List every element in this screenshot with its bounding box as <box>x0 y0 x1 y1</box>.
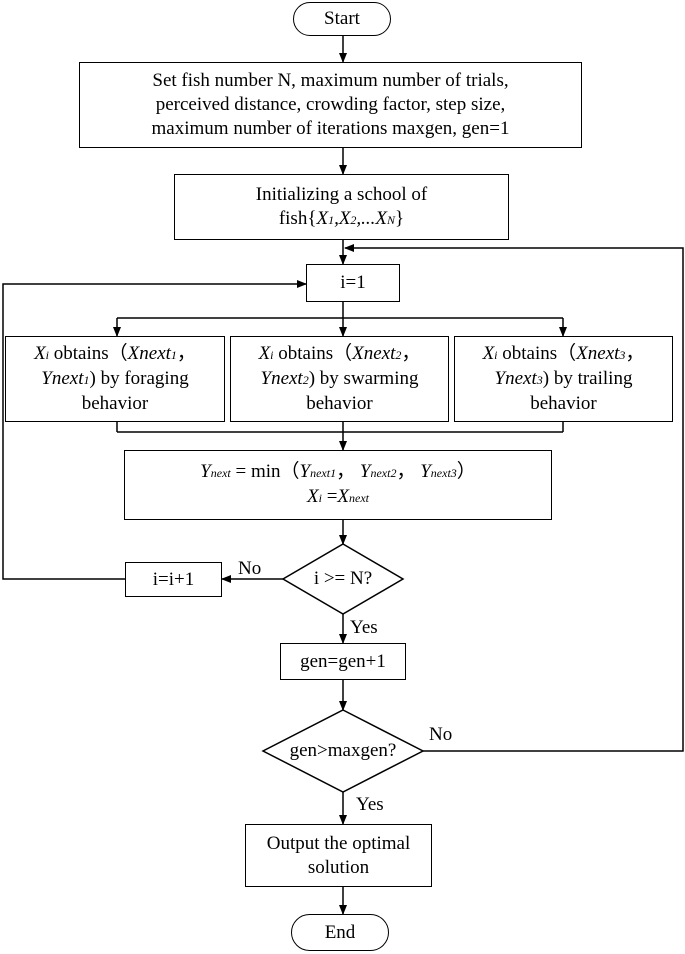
gen-increment-box: gen=gen+1 <box>280 643 406 680</box>
set-params-line1: Set fish number N, maximum number of tri… <box>152 70 509 91</box>
trail-line2: Ynext3) by trailing <box>494 368 633 389</box>
edge-label-yes-gen: Yes <box>356 794 384 815</box>
swarm-line1: Xi obtains（Xnext2， <box>258 343 421 364</box>
i-increment-label: i=i+1 <box>152 568 195 590</box>
i-init-label: i=1 <box>340 272 366 293</box>
decision-diamond-gen <box>261 709 425 793</box>
edge-label-no-gen: No <box>429 724 453 745</box>
initialize-school-box: Initializing a school of fish{X1,X2,...X… <box>174 174 509 240</box>
start-terminal: Start <box>293 2 391 36</box>
i-increment-box: i=i+1 <box>125 562 222 597</box>
trail-line3: behavior <box>530 393 597 414</box>
update-line1: Ynext = min（Ynext1， Ynext2， Ynext3） <box>200 461 476 482</box>
set-parameters-box: Set fish number N, maximum number of tri… <box>79 62 582 148</box>
output-solution-box: Output the optimal solution <box>245 824 432 887</box>
edge-loop-back-i <box>2 280 307 580</box>
set-params-line2: perceived distance, crowding factor, ste… <box>155 94 506 115</box>
trailing-behavior-box: Xi obtains（Xnext3， Ynext3) by trailing b… <box>454 336 673 422</box>
i-init-box: i=1 <box>306 264 400 302</box>
foraging-behavior-box: Xi obtains（Xnext1， Ynext1) by foraging b… <box>5 336 225 422</box>
forage-line2: Ynext1) by foraging <box>41 368 189 389</box>
forage-line1: Xi obtains（Xnext1， <box>34 343 196 364</box>
set-params-line3: maximum number of iterations maxgen, gen… <box>151 118 510 139</box>
cond-i-text: i >= N? <box>313 568 373 589</box>
trail-line1: Xi obtains（Xnext3， <box>482 343 645 364</box>
init-line1: Initializing a school of <box>255 183 428 205</box>
edge-label-no-i: No <box>238 558 262 579</box>
init-line2: fish{X1,X2,...XN} <box>278 207 405 229</box>
end-terminal: End <box>291 914 389 951</box>
update-line2: Xi =Xnext <box>306 486 370 507</box>
forage-line3: behavior <box>81 393 149 414</box>
swarming-behavior-box: Xi obtains（Xnext2， Ynext2) by swarming b… <box>230 336 449 422</box>
gen-increment-label: gen=gen+1 <box>300 650 386 672</box>
end-label: End <box>324 921 356 943</box>
cond-gen-text: gen>maxgen? <box>289 740 397 761</box>
edge-cond-gen-no <box>344 244 684 752</box>
start-label: Start <box>324 8 360 29</box>
output-line2: solution <box>307 856 370 878</box>
update-best-box: Ynext = min（Ynext1， Ynext2， Ynext3） Xi =… <box>124 450 552 520</box>
decision-diamond-i <box>281 543 405 615</box>
edge-label-yes-i: Yes <box>350 617 378 638</box>
swarm-line3: behavior <box>306 393 373 414</box>
output-line1: Output the optimal <box>266 832 411 854</box>
swarm-line2: Ynext2) by swarming <box>260 368 419 389</box>
